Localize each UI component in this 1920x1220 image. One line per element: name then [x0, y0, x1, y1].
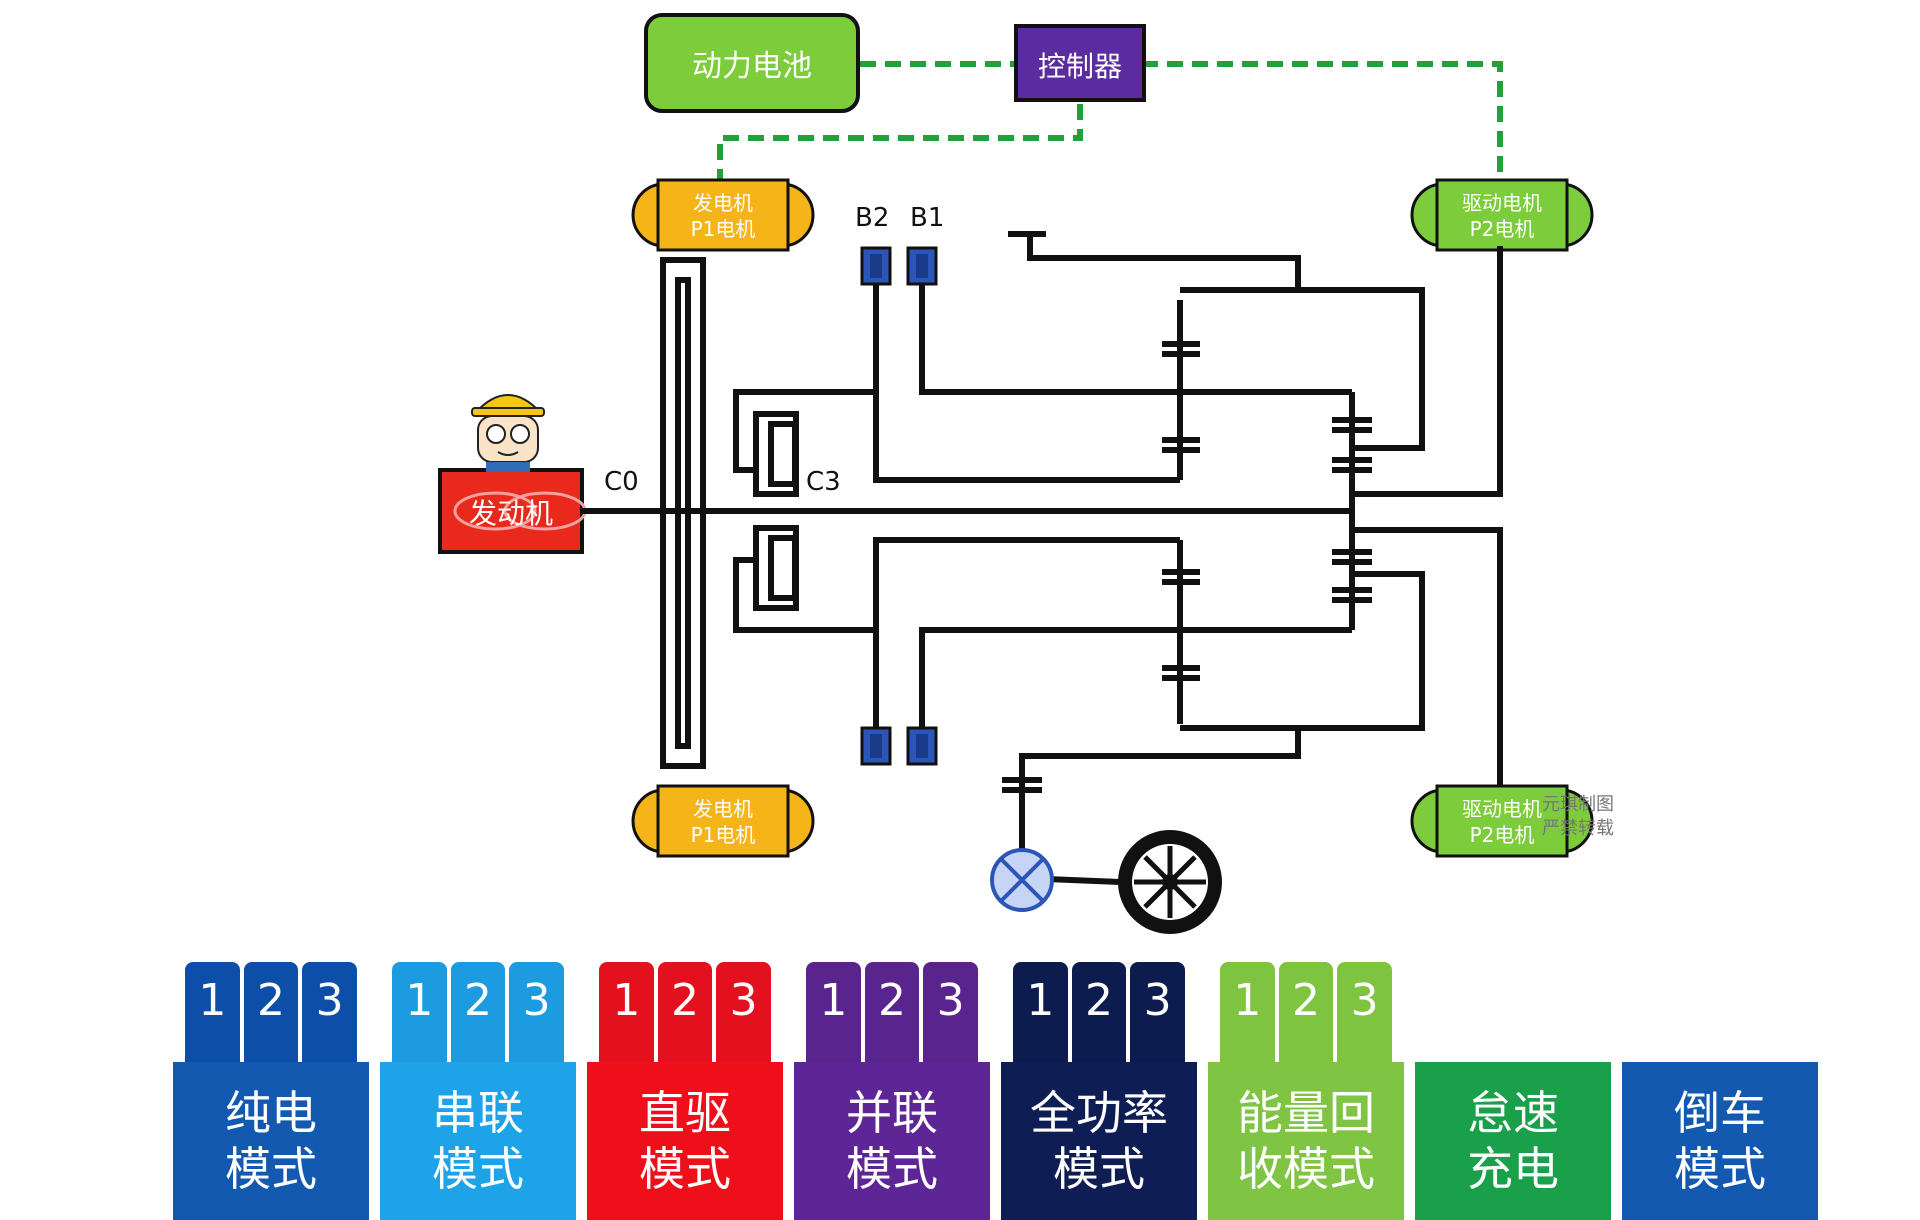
engineer-mascot-icon: [471, 394, 545, 472]
mode-energy-recovery[interactable]: 1 2 3 能量回 收模式: [1208, 962, 1404, 1220]
mode-reverse-button[interactable]: 倒车 模式: [1622, 1062, 1818, 1220]
watermark-line1: 元琪制图: [1542, 794, 1614, 815]
mode-series-tab-3[interactable]: 3: [509, 962, 565, 1062]
mode-energy-recovery-line2: 收模式: [1237, 1142, 1375, 1196]
gear-teeth: [1002, 341, 1372, 793]
gen-bottom-line2: P1电机: [691, 823, 756, 847]
mode-parallel-tab-1[interactable]: 1: [806, 962, 861, 1062]
mode-ev-tab-2[interactable]: 2: [243, 962, 299, 1062]
drive-motor-p2-bottom[interactable]: 驱动电机 P2电机: [1410, 784, 1594, 858]
mode-energy-recovery-tabs: 1 2 3: [1220, 962, 1393, 1062]
gen-bottom-line1: 发电机: [693, 797, 753, 821]
engine[interactable]: 发动机: [438, 468, 587, 554]
battery-label: 动力电池: [692, 49, 812, 84]
mode-reverse-line1: 倒车: [1674, 1086, 1766, 1140]
mode-series-tabs: 1 2 3: [392, 962, 565, 1062]
mode-parallel-tab-2[interactable]: 2: [864, 962, 920, 1062]
controller-label: 控制器: [1038, 50, 1122, 83]
electrical-connections: [717, 61, 1503, 184]
mode-full-power[interactable]: 1 2 3 全功率 模式: [1001, 962, 1197, 1220]
powertrain-diagram: 动力电池 控制器 发电机 P1电机 发电机 P1电机 驱动电机 P2电机 驱动电…: [438, 13, 1614, 934]
mode-full-power-line2: 模式: [1053, 1142, 1145, 1196]
mode-direct-drive-tab-2[interactable]: 2: [657, 962, 713, 1062]
mode-series-tab-1[interactable]: 1: [392, 962, 447, 1062]
mode-direct-drive-tabs: 1 2 3: [599, 962, 772, 1062]
gen-top-line1: 发电机: [693, 191, 753, 215]
mode-series-button[interactable]: 串联 模式: [380, 1062, 576, 1220]
drive-bottom-line2: P2电机: [1470, 823, 1535, 847]
generator-p1-top[interactable]: 发电机 P1电机: [631, 178, 815, 252]
mode-direct-drive-tab-3[interactable]: 3: [716, 962, 772, 1062]
mode-direct-drive[interactable]: 1 2 3 直驱 模式: [587, 962, 783, 1220]
mode-ev-line2: 模式: [225, 1142, 317, 1196]
engine-label: 发动机: [469, 497, 553, 530]
controller[interactable]: 控制器: [1014, 24, 1146, 102]
mode-series-line2: 模式: [432, 1142, 524, 1196]
watermark-line2: 严禁转载: [1542, 818, 1614, 839]
brake-b2-bottom[interactable]: [860, 726, 892, 766]
gen-top-line2: P1电机: [691, 217, 756, 241]
mode-idle-charge-line2: 充电: [1467, 1142, 1559, 1196]
mode-series-line1: 串联: [432, 1086, 524, 1140]
mode-direct-drive-line2: 模式: [639, 1142, 731, 1196]
mode-idle-charge-line1: 怠速: [1467, 1086, 1559, 1140]
generator-p1-bottom[interactable]: 发电机 P1电机: [631, 784, 815, 858]
mode-direct-drive-tab-1[interactable]: 1: [599, 962, 654, 1062]
mode-ev-button[interactable]: 纯电 模式: [173, 1062, 369, 1220]
label-b1: B1: [910, 203, 944, 233]
mode-ev[interactable]: 1 2 3 纯电 模式: [173, 962, 369, 1220]
mode-energy-recovery-button[interactable]: 能量回 收模式: [1208, 1062, 1404, 1220]
mode-ev-tab-3[interactable]: 3: [302, 962, 358, 1062]
drive-top-line2: P2电机: [1470, 217, 1535, 241]
mode-energy-recovery-tab-1[interactable]: 1: [1220, 962, 1275, 1062]
drive-bottom-line1: 驱动电机: [1462, 797, 1542, 821]
mode-energy-recovery-line1: 能量回: [1237, 1086, 1375, 1140]
label-c0: C0: [604, 467, 639, 497]
mode-idle-charge-button[interactable]: 怠速 充电: [1415, 1062, 1611, 1220]
mode-idle-charge[interactable]: 怠速 充电: [1415, 962, 1611, 1220]
mode-full-power-tabs: 1 2 3: [1013, 962, 1186, 1062]
drive-top-line1: 驱动电机: [1462, 191, 1542, 215]
mode-ev-line1: 纯电: [225, 1086, 317, 1140]
mode-parallel-tab-3[interactable]: 3: [923, 962, 979, 1062]
mode-ev-tabs: 1 2 3: [185, 962, 358, 1062]
mode-parallel-line1: 并联: [846, 1086, 938, 1140]
mode-parallel-tabs: 1 2 3: [806, 962, 979, 1062]
drive-motor-p2-top[interactable]: 驱动电机 P2电机: [1410, 178, 1594, 252]
mode-reverse[interactable]: 倒车 模式: [1622, 962, 1818, 1220]
mode-series[interactable]: 1 2 3 串联 模式: [380, 962, 576, 1220]
mode-reverse-line2: 模式: [1674, 1142, 1766, 1196]
mode-energy-recovery-tab-3[interactable]: 3: [1337, 962, 1393, 1062]
power-battery[interactable]: 动力电池: [644, 13, 860, 113]
mode-direct-drive-line1: 直驱: [639, 1086, 731, 1140]
mode-series-tab-2[interactable]: 2: [450, 962, 506, 1062]
mode-ev-tab-1[interactable]: 1: [185, 962, 240, 1062]
brake-b1-top[interactable]: [906, 246, 938, 286]
mode-full-power-tab-1[interactable]: 1: [1013, 962, 1068, 1062]
mode-parallel[interactable]: 1 2 3 并联 模式: [794, 962, 990, 1220]
mode-direct-drive-button[interactable]: 直驱 模式: [587, 1062, 783, 1220]
brake-b1-bottom[interactable]: [906, 726, 938, 766]
wheel-icon: [1118, 830, 1222, 934]
label-b2: B2: [855, 203, 889, 233]
mode-parallel-button[interactable]: 并联 模式: [794, 1062, 990, 1220]
mode-energy-recovery-tab-2[interactable]: 2: [1278, 962, 1334, 1062]
mode-full-power-tab-3[interactable]: 3: [1130, 962, 1186, 1062]
mode-full-power-tab-2[interactable]: 2: [1071, 962, 1127, 1062]
label-c3: C3: [806, 467, 841, 497]
mode-parallel-line2: 模式: [846, 1142, 938, 1196]
mode-full-power-line1: 全功率: [1030, 1086, 1168, 1140]
differential-icon: [990, 848, 1054, 912]
brake-b2-top[interactable]: [860, 246, 892, 286]
mode-full-power-button[interactable]: 全功率 模式: [1001, 1062, 1197, 1220]
